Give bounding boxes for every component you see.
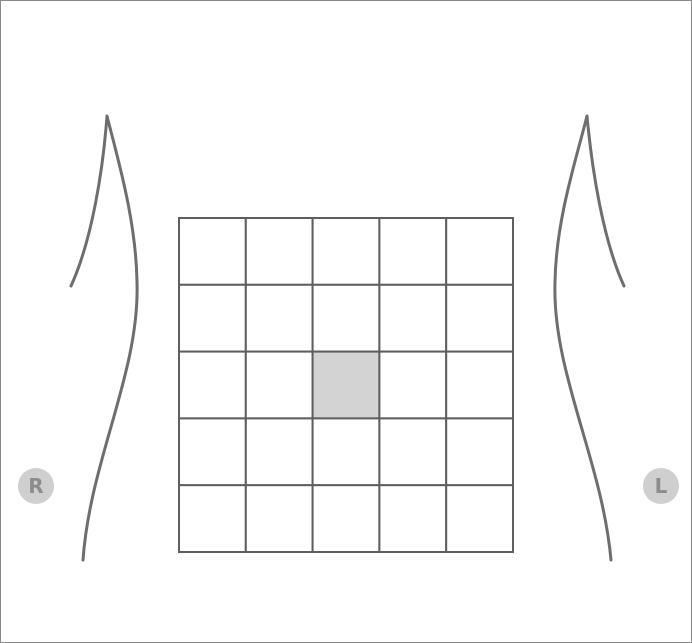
grid-cell[interactable] bbox=[313, 485, 380, 552]
grid-cell[interactable] bbox=[246, 485, 313, 552]
grid-cell[interactable] bbox=[179, 218, 246, 285]
grid-cell-selected[interactable] bbox=[313, 352, 380, 419]
grid-cell[interactable] bbox=[179, 485, 246, 552]
grid-cell[interactable] bbox=[313, 218, 380, 285]
grid-cell[interactable] bbox=[379, 418, 446, 485]
grid-cell[interactable] bbox=[446, 352, 513, 419]
grid-cell[interactable] bbox=[379, 352, 446, 419]
grid-cell[interactable] bbox=[179, 418, 246, 485]
grid-cell[interactable] bbox=[446, 218, 513, 285]
grid-cell[interactable] bbox=[246, 418, 313, 485]
grid-cell[interactable] bbox=[379, 485, 446, 552]
grid-cell[interactable] bbox=[313, 285, 380, 352]
grid-cell[interactable] bbox=[379, 218, 446, 285]
left-side-badge: L bbox=[643, 468, 679, 504]
grid-cell[interactable] bbox=[313, 418, 380, 485]
grid-cell[interactable] bbox=[246, 352, 313, 419]
grid-cell[interactable] bbox=[379, 285, 446, 352]
right-side-badge: R bbox=[18, 468, 54, 504]
grid-cell[interactable] bbox=[179, 352, 246, 419]
grid-cell[interactable] bbox=[446, 418, 513, 485]
torso-right-side-outline bbox=[71, 116, 137, 560]
grid-cell[interactable] bbox=[446, 285, 513, 352]
grid-cell[interactable] bbox=[446, 485, 513, 552]
grid-cell[interactable] bbox=[246, 218, 313, 285]
right-side-label: R bbox=[28, 474, 43, 498]
left-side-label: L bbox=[655, 474, 668, 498]
abdominal-grid bbox=[179, 218, 513, 552]
grid-cell[interactable] bbox=[179, 285, 246, 352]
grid-cell[interactable] bbox=[246, 285, 313, 352]
torso-left-side-outline bbox=[555, 116, 624, 560]
